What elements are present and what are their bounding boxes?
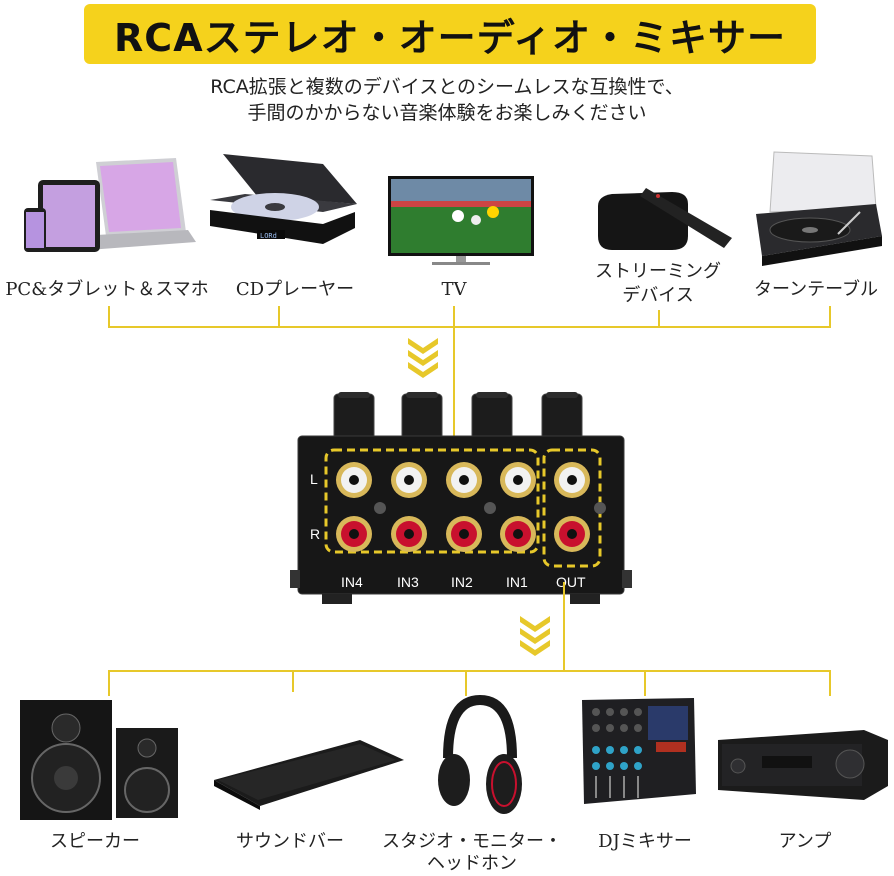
- amplifier-image: [718, 730, 888, 800]
- speaker-image: [20, 700, 178, 820]
- input-label-streaming-2: デバイス: [622, 285, 694, 306]
- chevron-down-icon: [520, 616, 550, 656]
- channel-label-right: R: [310, 526, 321, 542]
- port-label-out: OUT: [556, 574, 586, 590]
- input-drop-5: [829, 306, 831, 328]
- port-label-in4: IN4: [341, 574, 363, 590]
- turntable-image: [756, 151, 882, 266]
- headphones-image: [438, 694, 522, 814]
- output-label-soundbar: サウンドバー: [236, 831, 344, 852]
- output-drop-1: [108, 670, 110, 696]
- input-drop-2: [278, 306, 280, 328]
- streaming-device-image: [598, 188, 732, 250]
- input-bus-line: [108, 326, 830, 328]
- input-label-pc: PC&タブレット＆スマホ: [5, 279, 209, 300]
- cd-display-text: LORd: [260, 232, 277, 240]
- soundbar-image: [214, 740, 404, 810]
- output-label-amplifier: アンプ: [778, 831, 832, 852]
- output-bus-line: [108, 670, 830, 672]
- output-label-headphones-2: ヘッドホン: [427, 853, 517, 874]
- title-banner: RCAステレオ・オーディオ・ミキサー: [84, 4, 816, 64]
- input-label-tv: TV: [441, 279, 467, 300]
- cd-player-image: LORd: [210, 154, 357, 244]
- rca-mixer-device: [290, 392, 632, 604]
- port-label-in2: IN2: [451, 574, 473, 590]
- page-title: RCAステレオ・オーディオ・ミキサー: [114, 15, 786, 60]
- input-drop-3: [453, 306, 455, 466]
- subtitle-line-2: 手間のかからない音楽体験をお楽しみください: [247, 102, 647, 124]
- input-drop-1: [108, 306, 110, 328]
- output-drop-4: [644, 670, 646, 696]
- port-label-in3: IN3: [397, 574, 419, 590]
- chevron-down-icon: [408, 338, 438, 378]
- dj-mixer-image: [582, 698, 696, 804]
- channel-label-left: L: [310, 471, 318, 487]
- input-label-turntable: ターンテーブル: [753, 279, 879, 300]
- tv-image: [388, 176, 534, 265]
- output-drop-main: [563, 582, 565, 672]
- output-label-speaker: スピーカー: [50, 831, 140, 852]
- input-label-streaming-1: ストリーミング: [595, 261, 721, 282]
- input-drop-4: [658, 310, 660, 328]
- output-label-headphones-1: スタジオ・モニター・: [382, 831, 562, 852]
- port-label-in1: IN1: [506, 574, 528, 590]
- output-drop-3: [465, 670, 467, 696]
- output-label-dj-mixer: DJミキサー: [598, 831, 692, 852]
- input-label-cd: CDプレーヤー: [235, 279, 355, 300]
- output-drop-2: [292, 670, 294, 692]
- output-drop-5: [829, 670, 831, 696]
- pc-tablet-phone-image: [24, 158, 196, 252]
- subtitle-line-1: RCA拡張と複数のデバイスとのシームレスな互換性で、: [210, 76, 684, 98]
